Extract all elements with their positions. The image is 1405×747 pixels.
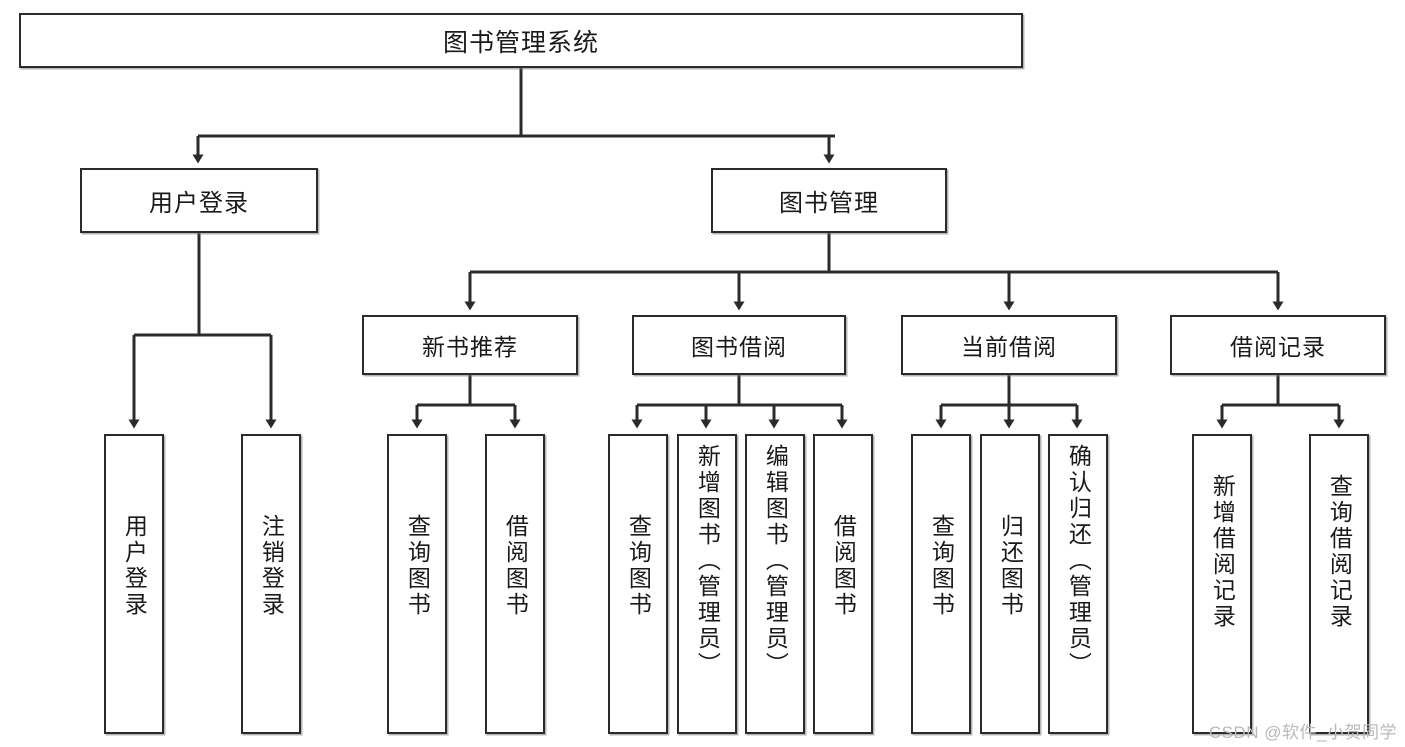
leaf-user-login[interactable]: 用户登录: [104, 434, 164, 734]
node-label: 图书借阅: [691, 334, 787, 360]
node-label: 新增图书（管理员）: [694, 444, 721, 678]
node-label: 注销登录: [258, 514, 285, 618]
node-new-book-recommend[interactable]: 新书推荐: [362, 315, 578, 375]
leaf-add-borrow-record[interactable]: 新增借阅记录: [1192, 434, 1252, 734]
node-label: 确认归还（管理员）: [1065, 444, 1092, 678]
node-user-login[interactable]: 用户登录: [80, 168, 318, 233]
node-label: 用户登录: [121, 514, 148, 618]
node-label: 借阅图书: [502, 514, 529, 618]
node-label: 图书管理: [779, 190, 879, 217]
node-label: 查询借阅记录: [1326, 474, 1353, 630]
leaf-edit-book[interactable]: 编辑图书（管理员）: [745, 434, 805, 734]
leaf-confirm-return[interactable]: 确认归还（管理员）: [1048, 434, 1108, 734]
node-label: 当前借阅: [961, 334, 1057, 360]
node-label: 查询图书: [625, 514, 652, 618]
node-label: 查询图书: [928, 514, 955, 618]
leaf-borrow-book[interactable]: 借阅图书: [813, 434, 873, 734]
node-label: 借阅图书: [830, 514, 857, 618]
leaf-query-book-recommend[interactable]: 查询图书: [387, 434, 447, 734]
node-borrow-record[interactable]: 借阅记录: [1170, 315, 1386, 375]
node-label: 新书推荐: [422, 334, 518, 360]
node-label: 编辑图书（管理员）: [762, 444, 789, 678]
node-label: 图书管理系统: [442, 28, 599, 57]
leaf-return-book[interactable]: 归还图书: [980, 434, 1040, 734]
leaf-query-book-current[interactable]: 查询图书: [911, 434, 971, 734]
leaf-borrow-book-recommend[interactable]: 借阅图书: [485, 434, 545, 734]
node-label: 用户登录: [149, 190, 249, 217]
node-current-borrow[interactable]: 当前借阅: [901, 315, 1117, 375]
watermark: CSDN @软件_小贺同学: [1208, 723, 1397, 742]
node-label: 借阅记录: [1230, 334, 1326, 360]
leaf-add-book[interactable]: 新增图书（管理员）: [677, 434, 737, 734]
node-label: 归还图书: [997, 514, 1024, 618]
leaf-logout[interactable]: 注销登录: [241, 434, 301, 734]
node-label: 查询图书: [404, 514, 431, 618]
node-book-borrow[interactable]: 图书借阅: [632, 315, 846, 375]
leaf-query-borrow-record[interactable]: 查询借阅记录: [1309, 434, 1369, 734]
node-root[interactable]: 图书管理系统: [19, 13, 1023, 68]
node-label: 新增借阅记录: [1209, 474, 1236, 630]
leaf-query-book-borrow[interactable]: 查询图书: [608, 434, 668, 734]
node-book-management[interactable]: 图书管理: [711, 168, 947, 233]
